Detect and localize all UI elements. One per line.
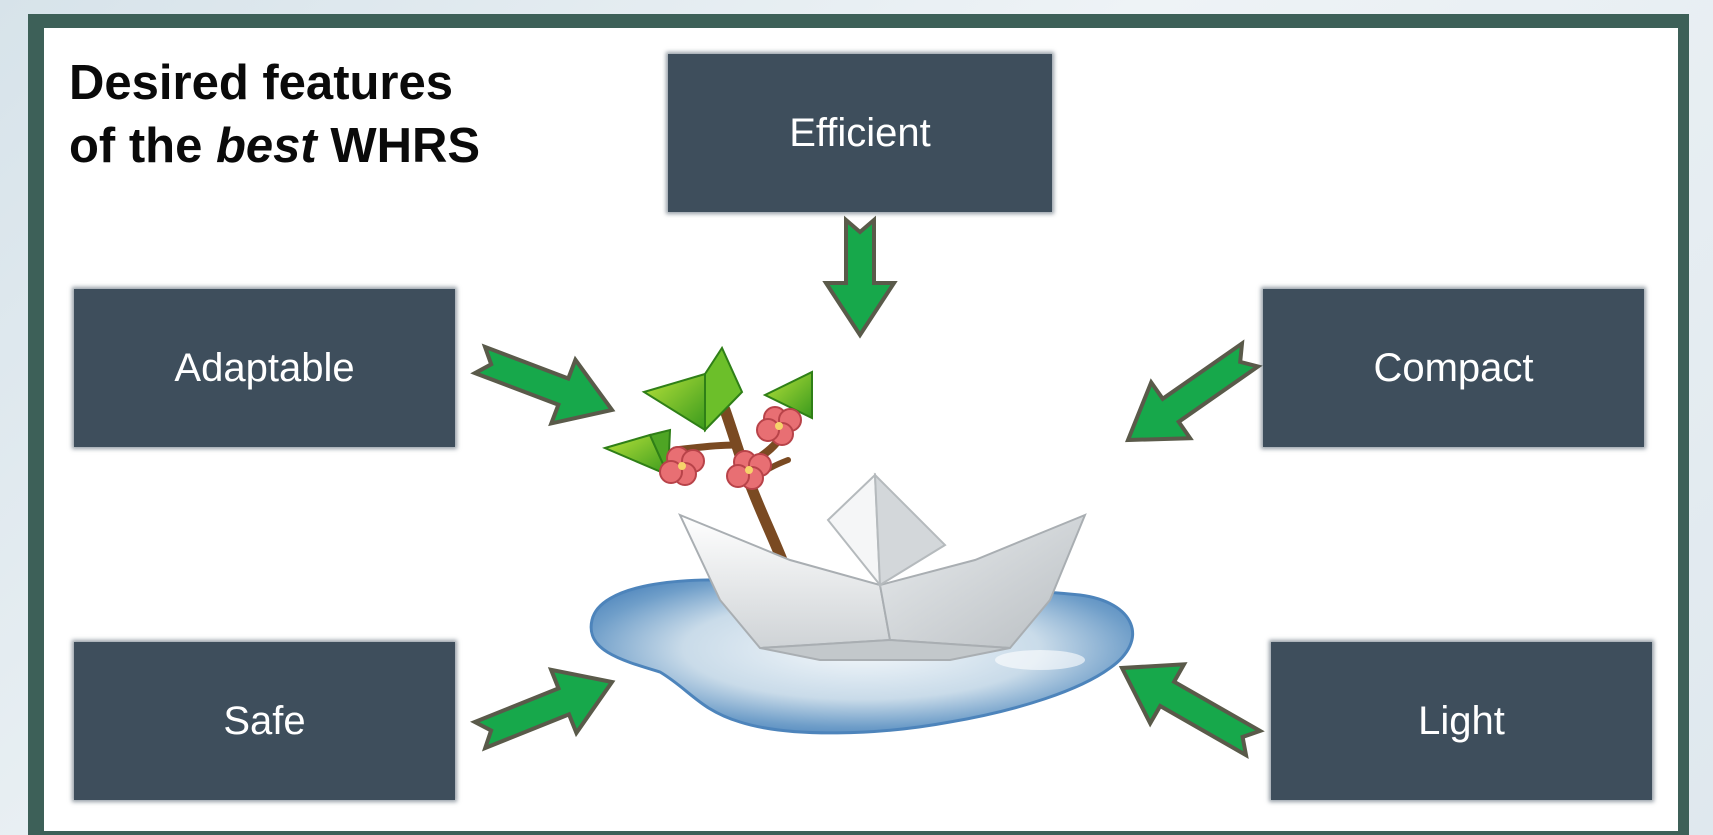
feature-label-light: Light xyxy=(1418,698,1505,743)
feature-box-safe: Safe xyxy=(74,642,455,800)
paper-boat-icon xyxy=(678,472,1087,661)
paper-boat-illustration xyxy=(589,345,1135,735)
feature-box-compact: Compact xyxy=(1263,289,1644,447)
slide-title: Desired features of the best WHRS xyxy=(69,52,480,178)
feature-label-efficient: Efficient xyxy=(789,110,931,155)
title-line-2: of the best WHRS xyxy=(69,119,481,173)
branch-icon xyxy=(602,345,813,566)
arrow-adaptable-icon xyxy=(470,343,616,427)
feature-box-adaptable: Adaptable xyxy=(74,289,455,447)
arrow-compact-icon xyxy=(1125,339,1263,443)
arrow-light-icon xyxy=(1118,662,1265,759)
arrow-safe-icon xyxy=(470,667,616,752)
feature-label-safe: Safe xyxy=(223,698,306,743)
title-emphasis: best xyxy=(215,119,317,173)
feature-box-light: Light xyxy=(1271,642,1652,800)
feature-box-efficient: Efficient xyxy=(668,54,1052,212)
title-line-1: Desired features xyxy=(69,56,454,110)
feature-label-compact: Compact xyxy=(1373,345,1534,390)
arrows-layer xyxy=(470,215,1265,759)
feature-label-adaptable: Adaptable xyxy=(174,345,355,390)
arrow-efficient-icon xyxy=(822,215,898,339)
